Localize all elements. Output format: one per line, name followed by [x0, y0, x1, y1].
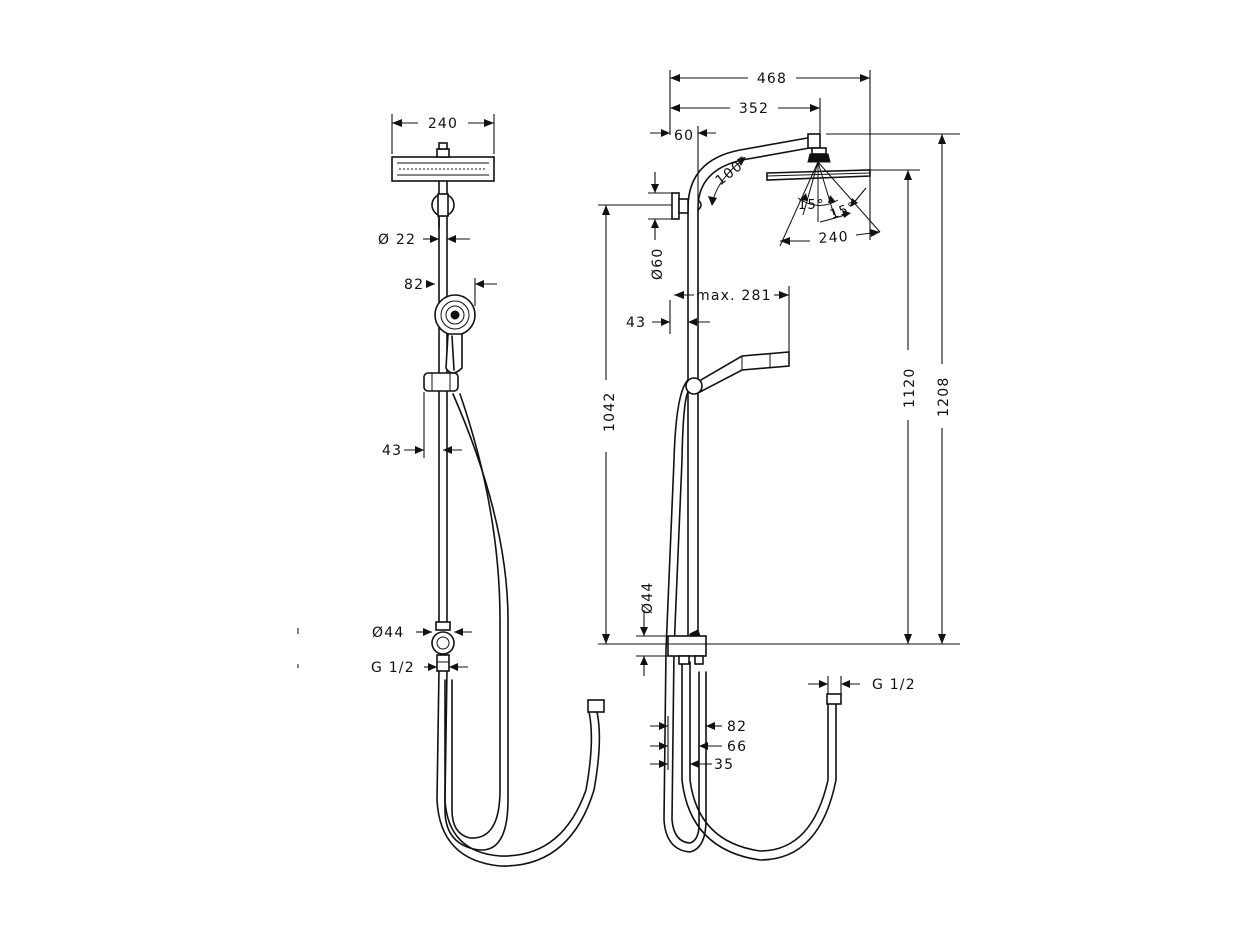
side-hose	[663, 379, 842, 861]
side-wall-bracket	[671, 192, 702, 220]
side-hand-shower	[692, 351, 790, 394]
label-side-thread: G 1/2	[872, 677, 916, 693]
front-riser-pipe	[431, 180, 455, 629]
dim-front-mixer-diameter: Ø44	[372, 625, 472, 641]
dim-front-slider-offset: 43	[382, 392, 462, 459]
dim-side-head-width: 240	[780, 229, 881, 247]
label-front-hand-shower: 82	[404, 277, 424, 293]
dim-side-mixer-diameter: Ø44	[636, 582, 668, 676]
dim-front-thread: G 1/2	[371, 660, 468, 676]
front-hand-shower	[434, 294, 476, 374]
label-side-head-height: 1120	[902, 368, 918, 408]
dim-side-total-height: 1208	[936, 134, 952, 644]
dim-side-head-height: 1120	[902, 170, 918, 644]
label-side-spray-angle-left: 15°	[798, 198, 825, 213]
front-hose	[436, 393, 605, 867]
dim-side-bracket-diameter: Ø60	[648, 172, 672, 280]
label-side-mixer-diameter: Ø44	[640, 582, 656, 614]
label-side-hand-reach: max. 281	[696, 288, 772, 304]
side-arm-angle	[708, 157, 746, 206]
dim-front-pipe-diameter: Ø 22	[378, 232, 470, 248]
label-side-wall-offset: 60	[674, 128, 694, 144]
label-side-outlet-offset-3: 35	[714, 757, 734, 773]
label-front-pipe-diameter: Ø 22	[378, 232, 416, 248]
label-front-slider-offset: 43	[382, 443, 402, 459]
label-front-thread: G 1/2	[371, 660, 415, 676]
front-slider	[423, 372, 459, 392]
side-spray-angles	[779, 161, 881, 247]
front-overhead-shower	[391, 142, 495, 182]
dim-side-wall-offset: 60	[650, 126, 716, 200]
dim-front-hand-shower: 82	[404, 277, 497, 306]
dim-side-bracket-height: 1042	[602, 205, 618, 644]
label-side-slider-offset: 43	[626, 315, 646, 331]
label-side-total-height: 1208	[936, 377, 952, 417]
side-mixer	[667, 629, 707, 665]
label-side-arm-angle: 100°	[713, 153, 753, 189]
dim-side-total-projection: 468	[669, 70, 871, 240]
label-side-outlet-offset-2: 66	[727, 739, 747, 755]
dim-side-slider-offset: 43	[626, 300, 710, 334]
label-front-head-width: 240	[428, 116, 458, 132]
dim-side-arm-projection: 352	[670, 98, 821, 134]
dim-side-outlet-offsets: 82 66 35	[650, 716, 747, 773]
label-front-mixer-diameter: Ø44	[372, 625, 404, 641]
label-side-arm-projection: 352	[739, 101, 769, 117]
side-view: 468 352 60 100° 15° 15°	[598, 70, 960, 861]
label-side-bracket-diameter: Ø60	[650, 248, 666, 280]
label-side-bracket-height: 1042	[602, 392, 618, 432]
label-side-total-projection: 468	[757, 71, 787, 87]
label-side-outlet-offset-1: 82	[727, 719, 747, 735]
front-view: 240 Ø 22 82 43	[297, 114, 605, 867]
dim-front-head-width: 240	[391, 114, 495, 154]
front-mixer	[431, 621, 455, 672]
side-slider	[685, 377, 703, 395]
dim-side-thread: G 1/2	[808, 676, 916, 694]
label-side-head-width: 240	[818, 229, 849, 247]
dim-side-hand-reach: max. 281	[674, 286, 790, 352]
